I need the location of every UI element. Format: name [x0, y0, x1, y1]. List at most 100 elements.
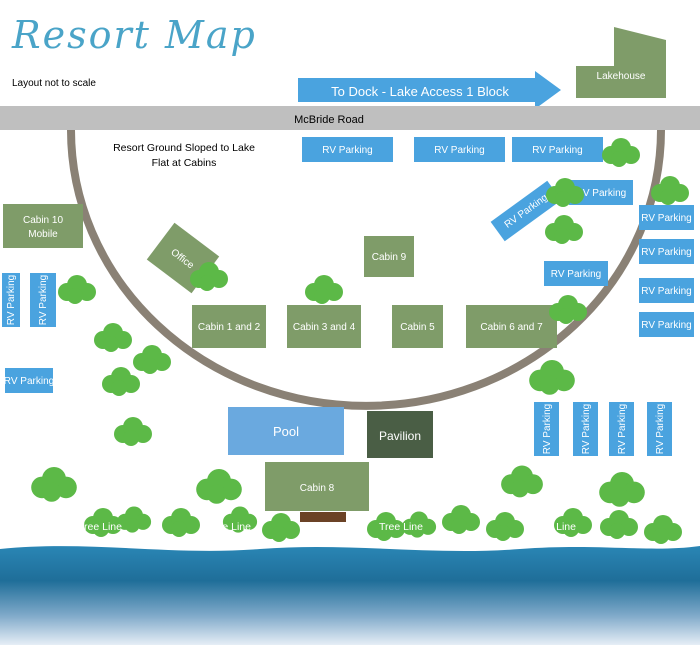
rv-parking-spot-vertical[interactable]: RV Parking	[534, 402, 559, 456]
tree-cluster-icon	[501, 465, 543, 498]
cabin-6-and-7[interactable]	[466, 305, 557, 348]
tree-puff	[495, 525, 511, 541]
tree-cluster-icon	[546, 178, 584, 207]
tree-puff	[554, 228, 570, 244]
cabin-9-label: Cabin 9	[372, 252, 407, 263]
tree-line-label: Tree Line	[78, 521, 122, 533]
tree-cluster-icon	[367, 512, 405, 541]
rv-parking-spot-vertical[interactable]: RV Parking	[2, 273, 20, 327]
tree-line-label: Tree Line	[532, 521, 576, 533]
pavilion[interactable]	[367, 411, 433, 458]
tree-cluster-icon	[529, 360, 575, 395]
pavilion-label: Pavilion	[379, 429, 421, 443]
tree-cluster-icon	[600, 510, 638, 539]
rv-parking-spot[interactable]: RV Parking	[639, 239, 694, 264]
tree-puff	[199, 275, 215, 291]
tree-cluster-icon	[305, 275, 343, 304]
tree-puff	[511, 479, 529, 498]
dock	[300, 512, 346, 522]
tree-cluster-icon	[602, 138, 640, 167]
rv-parking-label: RV Parking	[532, 145, 582, 156]
tree-puff	[611, 151, 627, 167]
tree-puff	[410, 523, 425, 538]
rv-parking-label: RV Parking	[641, 286, 691, 297]
lakehouse-label: Lakehouse	[597, 71, 646, 82]
cabin-1-and-2[interactable]	[192, 305, 266, 348]
lake	[0, 546, 700, 645]
tree-line-label: Tree Line	[207, 521, 251, 533]
tree-puff	[142, 358, 158, 374]
rv-parking-spot[interactable]: RV Parking	[639, 278, 694, 303]
tree-cluster-icon	[262, 513, 300, 542]
tree-cluster-icon	[545, 215, 583, 244]
tree-puff	[103, 336, 119, 352]
tree-puff	[207, 484, 227, 504]
cabin-5-label: Cabin 5	[400, 322, 435, 333]
rv-parking-label: RV Parking	[6, 275, 17, 325]
rv-parking-spot[interactable]: RV Parking	[512, 137, 603, 162]
tree-puff	[555, 191, 571, 207]
tree-cluster-icon	[116, 506, 152, 533]
tree-puff	[660, 189, 676, 205]
slope-note-line-2: Flat at Cabins	[152, 157, 217, 169]
tree-puff	[376, 525, 392, 541]
rv-parking-spot[interactable]: RV Parking	[414, 137, 505, 162]
rv-parking-spot[interactable]: RV Parking	[639, 312, 694, 337]
rv-parking-spot-vertical[interactable]: RV Parking	[30, 273, 56, 327]
rv-parking-label: RV Parking	[655, 404, 666, 454]
tree-cluster-icon	[442, 505, 480, 534]
tree-cluster-icon	[133, 345, 171, 374]
rv-parking-label: RV Parking	[581, 404, 592, 454]
mcbride-road	[0, 106, 700, 130]
cabin-9[interactable]	[364, 236, 414, 277]
rv-parking-spot[interactable]: RV Parking	[639, 205, 694, 230]
road-label: McBride Road	[294, 114, 364, 126]
tree-cluster-icon	[162, 508, 200, 537]
rv-parking-label: RV Parking	[551, 269, 601, 280]
tree-cluster-icon	[554, 508, 592, 537]
rv-parking-spot-vertical[interactable]: RV Parking	[647, 402, 672, 456]
tree-puff	[314, 288, 330, 304]
dock-direction-arrow[interactable]	[298, 71, 561, 109]
tree-cluster-icon	[644, 515, 682, 544]
tree-cluster-icon	[222, 506, 258, 533]
cabin-10[interactable]	[3, 204, 83, 248]
tree-cluster-icon	[486, 512, 524, 541]
cabin-1-and-2-label: Cabin 1 and 2	[198, 322, 261, 333]
rv-parking-spot[interactable]: RV Parking	[302, 137, 393, 162]
tree-cluster-icon	[31, 467, 77, 502]
tree-puff	[67, 288, 83, 304]
tree-puff	[123, 430, 139, 446]
lakehouse-building[interactable]	[576, 27, 666, 98]
tree-puff	[563, 521, 579, 537]
tree-cluster-icon	[599, 472, 645, 507]
rv-parking-label: RV Parking	[38, 275, 49, 325]
cabin-5[interactable]	[392, 305, 443, 348]
rv-parking-spot[interactable]: RV Parking	[544, 261, 608, 286]
rv-parking-label: RV Parking	[4, 376, 54, 387]
tree-cluster-icon	[58, 275, 96, 304]
tree-puff	[558, 308, 574, 324]
tree-puff	[609, 523, 625, 539]
cabin-10-label-line-1: Cabin 10	[23, 215, 63, 226]
rv-parking-label: RV Parking	[641, 247, 691, 258]
rv-parking-spot-vertical[interactable]: RV Parking	[573, 402, 598, 456]
rv-parking-spot[interactable]: RV Parking	[4, 368, 54, 393]
cabin-10-label-line-2: Mobile	[28, 229, 58, 240]
tree-puff	[93, 521, 109, 537]
cabin-3-and-4[interactable]	[287, 305, 361, 348]
tree-puff	[42, 482, 62, 502]
circle-driveway	[67, 129, 665, 410]
pool-label: Pool	[273, 424, 299, 439]
pool[interactable]	[228, 407, 344, 455]
tree-cluster-icon	[549, 295, 587, 324]
cabin-8[interactable]	[265, 462, 369, 511]
cabin-3-and-4-label: Cabin 3 and 4	[293, 322, 356, 333]
tree-puff	[653, 528, 669, 544]
rv-parking-spot-vertical[interactable]: RV Parking	[609, 402, 634, 456]
tree-cluster-icon	[651, 176, 689, 205]
tree-cluster-icon	[196, 469, 242, 504]
tree-layer	[31, 138, 689, 544]
dock-arrow-label: To Dock - Lake Access 1 Block	[331, 84, 509, 99]
